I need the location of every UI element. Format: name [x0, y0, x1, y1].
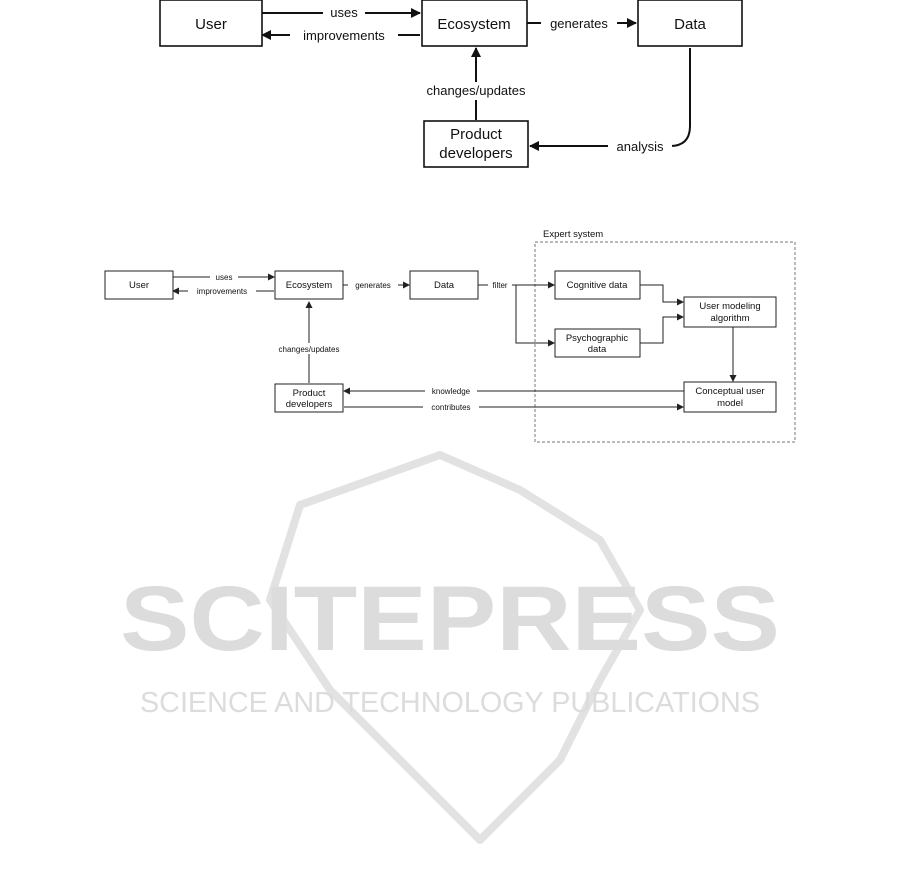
top-node-data-label: Data — [674, 16, 706, 33]
bottom-node-data: Data — [409, 270, 479, 300]
watermark-book-icon — [266, 451, 644, 844]
top-label-analysis: analysis — [617, 139, 664, 154]
top-label-uses: uses — [330, 5, 358, 20]
bottom-node-product-developers-line2: developers — [286, 399, 333, 410]
bottom-node-conceptual-line1: Conceptual user — [695, 386, 764, 397]
bottom-node-psychographic-line2: data — [588, 344, 607, 355]
top-node-product-developers: Product developers — [423, 120, 529, 168]
bottom-node-user-modeling-line2: algorithm — [710, 313, 749, 324]
bottom-node-product-developers: Product developers — [274, 383, 344, 413]
top-label-changes-updates: changes/updates — [426, 83, 526, 98]
bottom-node-user-modeling-algorithm: User modeling algorithm — [683, 296, 777, 328]
expert-system-label: Expert system — [543, 229, 603, 240]
bottom-edge-cognitive-to-algorithm — [640, 284, 684, 306]
bottom-node-psychographic-data: Psychographic data — [554, 328, 641, 358]
watermark-title: SCITEPRESS — [120, 568, 780, 670]
bottom-node-user-label: User — [129, 280, 149, 291]
diagram-top: uses improvements generates changes/upda… — [159, 0, 743, 168]
watermark: SCITEPRESS SCIENCE AND TECHNOLOGY PUBLIC… — [120, 451, 780, 844]
bottom-label-contributes: contributes — [431, 403, 470, 412]
bottom-edge-filter-psychographic — [515, 285, 555, 347]
top-label-improvements: improvements — [303, 28, 385, 43]
top-node-data: Data — [637, 0, 743, 47]
bottom-node-psychographic-line1: Psychographic — [566, 333, 629, 344]
bottom-label-generates: generates — [355, 281, 391, 290]
top-node-product-developers-line1: Product — [450, 126, 503, 143]
top-node-product-developers-line2: developers — [439, 145, 512, 162]
watermark-subtitle: SCIENCE AND TECHNOLOGY PUBLICATIONS — [140, 687, 760, 719]
bottom-node-ecosystem: Ecosystem — [274, 270, 344, 300]
top-label-generates: generates — [550, 16, 608, 31]
diagram-bottom: Expert system uses improvements generate… — [104, 229, 796, 443]
bottom-label-improvements: improvements — [197, 287, 247, 296]
expert-system-group — [534, 241, 796, 443]
bottom-node-product-developers-line1: Product — [293, 388, 326, 399]
bottom-node-user: User — [104, 270, 174, 300]
top-node-user: User — [159, 0, 263, 47]
bottom-label-uses: uses — [216, 273, 233, 282]
bottom-node-data-label: Data — [434, 280, 455, 291]
bottom-label-filter: filter — [492, 281, 507, 290]
bottom-node-ecosystem-label: Ecosystem — [286, 280, 333, 291]
top-node-user-label: User — [195, 16, 227, 33]
top-node-ecosystem-label: Ecosystem — [437, 16, 510, 33]
top-node-ecosystem: Ecosystem — [421, 0, 528, 47]
bottom-node-cognitive-data-label: Cognitive data — [567, 280, 628, 291]
bottom-node-conceptual-user-model: Conceptual user model — [683, 381, 777, 413]
top-edge-analysis — [529, 48, 691, 151]
bottom-node-user-modeling-line1: User modeling — [699, 301, 760, 312]
bottom-node-cognitive-data: Cognitive data — [554, 270, 641, 300]
bottom-label-changes-updates: changes/updates — [279, 345, 340, 354]
bottom-node-conceptual-line2: model — [717, 398, 743, 409]
bottom-edge-psychographic-to-algorithm — [640, 313, 684, 344]
bottom-label-knowledge: knowledge — [432, 387, 471, 396]
